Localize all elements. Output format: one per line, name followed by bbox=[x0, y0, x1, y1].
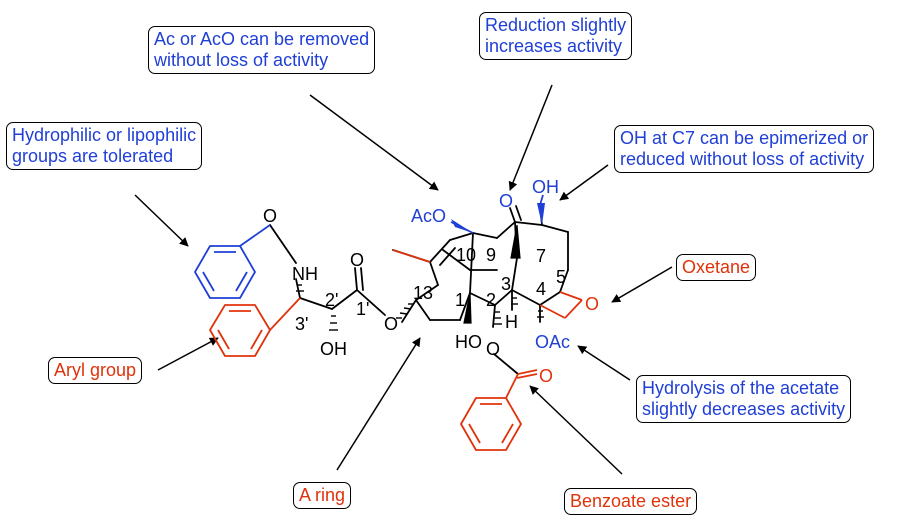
label-oac-c4: OAc bbox=[535, 332, 570, 352]
callout-oh-c7: OH at C7 can be epimerized or reduced wi… bbox=[614, 125, 875, 173]
label-amide-nh: NH bbox=[292, 264, 318, 284]
arrow-reduction bbox=[508, 84, 553, 191]
arrow-oh-c7 bbox=[559, 164, 609, 201]
num-1: 1 bbox=[455, 290, 465, 310]
num-5: 5 bbox=[556, 267, 566, 287]
label-carbonyl-o: O bbox=[499, 191, 513, 211]
label-h-c3: H bbox=[505, 312, 518, 332]
arrow-hydrophilic bbox=[134, 194, 189, 247]
num-7: 7 bbox=[536, 246, 546, 266]
label-oh-c7: OH bbox=[532, 177, 559, 197]
callout-a-ring-label: A ring bbox=[299, 485, 346, 505]
arrow-oxetane bbox=[611, 266, 673, 303]
callout-hydrophilic-line1: Hydrophilic or lipophilic bbox=[12, 125, 197, 145]
label-benzoate-o-link: O bbox=[486, 339, 500, 359]
blue-wedges bbox=[451, 203, 545, 233]
arrow-aryl bbox=[157, 337, 219, 371]
num-2p: 2' bbox=[325, 290, 338, 310]
callout-ac-removed-line1: Ac or AcO can be removed bbox=[154, 29, 370, 49]
callout-benzoate-label: Benzoate ester bbox=[570, 491, 692, 511]
callout-oh-c7-line1: OH at C7 can be epimerized or bbox=[620, 128, 869, 148]
arrow-a-ring bbox=[336, 337, 421, 471]
callout-hydrolysis: Hydrolysis of the acetate slightly decre… bbox=[636, 375, 852, 423]
num-2: 2 bbox=[486, 290, 496, 310]
num-10: 10 bbox=[456, 245, 476, 265]
callout-oh-c7-line2: reduced without loss of activity bbox=[620, 149, 865, 169]
num-3: 3 bbox=[501, 274, 511, 294]
callout-oxetane-label: Oxetane bbox=[682, 257, 751, 277]
num-13: 13 bbox=[413, 283, 433, 303]
arrow-hydrolysis bbox=[577, 345, 631, 381]
num-9: 9 bbox=[486, 245, 496, 265]
arrow-benzoate bbox=[529, 385, 623, 475]
callout-hydrolysis-line2: slightly decreases activity bbox=[642, 399, 846, 419]
label-amide-o: O bbox=[263, 206, 277, 226]
label-aco-top: AcO bbox=[411, 206, 446, 226]
num-1p: 1' bbox=[356, 299, 369, 319]
label-oh-2p: OH bbox=[320, 339, 347, 359]
label-ester-o-carbonyl: O bbox=[350, 250, 364, 270]
callout-ac-removed-line2: without loss of activity bbox=[154, 50, 329, 70]
num-3p: 3' bbox=[295, 314, 308, 334]
callout-aryl: Aryl group bbox=[48, 357, 143, 384]
num-4: 4 bbox=[536, 279, 546, 299]
arrow-ac-removed bbox=[309, 94, 439, 191]
label-ester-o-link: O bbox=[384, 314, 398, 334]
annotation-arrows bbox=[134, 84, 673, 475]
callout-ac-removed: Ac or AcO can be removed without loss of… bbox=[148, 26, 376, 74]
callout-oxetane: Oxetane bbox=[676, 254, 757, 281]
callout-hydrophilic: Hydrophilic or lipophilic groups are tol… bbox=[6, 122, 203, 170]
atom-labels: AcO O OH O NH O O O OAc H HO OH O O bbox=[263, 177, 599, 386]
callout-benzoate: Benzoate ester bbox=[564, 488, 698, 515]
carbon-numbers: 10 9 7 5 4 3 2 1 13 2' 3' 1' bbox=[295, 245, 566, 334]
callout-aryl-label: Aryl group bbox=[54, 360, 137, 380]
label-ho-c1: HO bbox=[455, 332, 482, 352]
callout-hydrophilic-line2: groups are tolerated bbox=[12, 146, 174, 166]
red-essential-groups bbox=[209, 249, 583, 451]
callout-reduction-line1: Reduction slightly bbox=[485, 15, 627, 35]
callout-hydrolysis-line1: Hydrolysis of the acetate bbox=[642, 378, 840, 398]
callout-reduction: Reduction slightly increases activity bbox=[479, 12, 633, 60]
label-benzoate-o-carbonyl: O bbox=[539, 366, 553, 386]
label-oxetane-o: O bbox=[585, 294, 599, 314]
callout-a-ring: A ring bbox=[293, 482, 352, 509]
callout-reduction-line2: increases activity bbox=[485, 36, 623, 56]
stereo-bonds bbox=[296, 224, 544, 331]
